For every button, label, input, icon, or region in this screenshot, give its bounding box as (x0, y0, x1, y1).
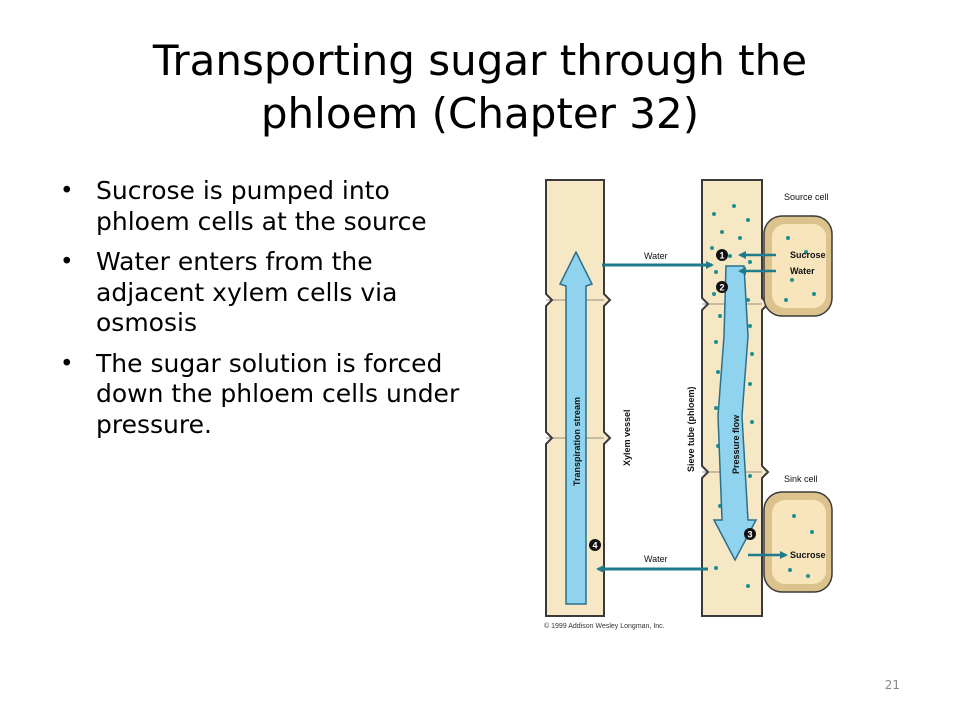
step-marker-1: 1 (716, 249, 728, 261)
bullet-text: Sucrose is pumped into phloem cells at t… (96, 176, 427, 236)
sink-cell (763, 491, 833, 593)
bullet-marker: • (60, 249, 74, 275)
step-marker-2: 2 (716, 281, 728, 293)
label-source-cell: Source cell (784, 192, 829, 202)
bullet-item: • Sucrose is pumped into phloem cells at… (60, 176, 465, 237)
source-cell (763, 215, 833, 317)
svg-text:2: 2 (719, 283, 724, 293)
label-sieve-tube: Sieve tube (phloem) (686, 386, 696, 472)
label-water-top: Water (644, 251, 668, 261)
bullet-text: Water enters from the adjacent xylem cel… (96, 247, 398, 337)
step-marker-3: 3 (744, 528, 756, 540)
transpiration-stream-arrow (558, 250, 594, 605)
bullet-item: • Water enters from the adjacent xylem c… (60, 247, 465, 339)
bullet-list: • Sucrose is pumped into phloem cells at… (60, 176, 465, 450)
phloem-transport-diagram: 1 2 3 4 Source cell Sink cell Sucrose Wa… (544, 179, 833, 630)
svg-text:3: 3 (747, 530, 752, 540)
bullet-marker: • (60, 350, 74, 377)
label-sucrose-top: Sucrose (790, 250, 826, 260)
sugar-dots (710, 204, 816, 588)
bullet-item: • The sugar solution is forced down the … (60, 349, 465, 441)
title-line-1: Transporting sugar through the (152, 36, 808, 85)
label-sink-cell: Sink cell (784, 474, 818, 484)
bullet-text: The sugar solution is forced down the ph… (96, 348, 460, 439)
label-water-bottom: Water (644, 554, 668, 564)
label-pressure-flow: Pressure flow (731, 414, 741, 474)
pressure-flow-arrow (712, 265, 758, 562)
title-line-2: phloem (Chapter 32) (260, 89, 700, 138)
copyright-text: © 1999 Addison Wesley Longman, Inc. (544, 622, 665, 630)
svg-text:1: 1 (719, 251, 724, 261)
bullet-marker: • (60, 178, 74, 204)
label-sucrose-bottom: Sucrose (790, 550, 826, 560)
step-marker-4: 4 (589, 539, 601, 551)
label-xylem-vessel: Xylem vessel (622, 409, 632, 466)
label-transpiration-stream: Transpiration stream (572, 397, 582, 486)
slide-title: Transporting sugar through the phloem (C… (60, 34, 900, 140)
page-number: 21 (884, 678, 900, 692)
svg-text:4: 4 (592, 541, 597, 551)
label-water-right: Water (790, 266, 815, 276)
